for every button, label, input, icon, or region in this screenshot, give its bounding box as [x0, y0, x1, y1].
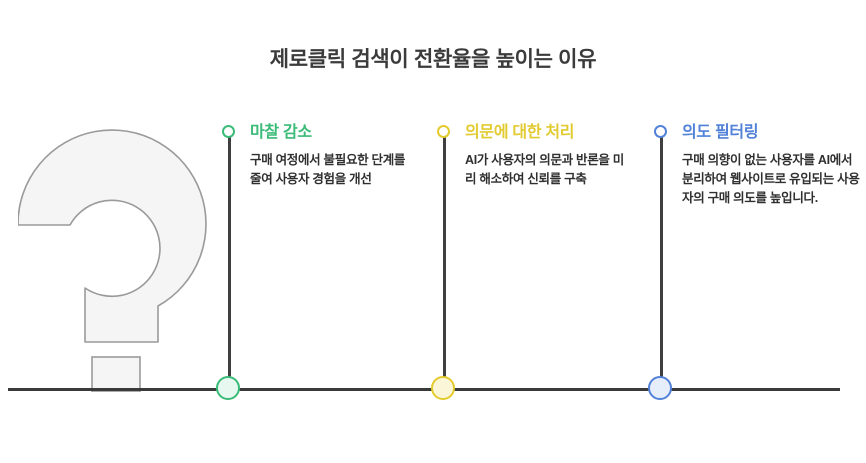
timeline-node-circle-icon[interactable]: [648, 376, 672, 400]
timeline-node-circle-icon[interactable]: [431, 376, 455, 400]
timeline-top-marker-icon: [222, 125, 235, 138]
timeline-item-body: 구매 의향이 없는 사용자를 AI에서 분리하여 웹사이트로 유입되는 사용자의…: [682, 153, 860, 205]
timeline-stem: [660, 132, 663, 390]
timeline-item-heading: 의도 필터링: [682, 124, 759, 141]
timeline-baseline: [8, 388, 840, 391]
timeline-top-marker-icon: [437, 125, 450, 138]
question-mark-icon: [17, 92, 223, 393]
timeline-stem: [228, 132, 231, 390]
timeline-item-heading: 마찰 감소: [250, 124, 312, 141]
timeline-item-body: AI가 사용자의 의문과 반론을 미리 해소하여 신뢰를 구축: [465, 153, 624, 186]
timeline-stem: [443, 132, 446, 390]
timeline-node-circle-icon[interactable]: [216, 376, 240, 400]
timeline-item-heading: 의문에 대한 처리: [465, 124, 575, 141]
timeline-top-marker-icon: [654, 125, 667, 138]
timeline-item-body: 구매 여정에서 불필요한 단계를 줄여 사용자 경험을 개선: [250, 153, 406, 186]
page-title: 제로클릭 검색이 전환율을 높이는 이유: [269, 48, 597, 71]
